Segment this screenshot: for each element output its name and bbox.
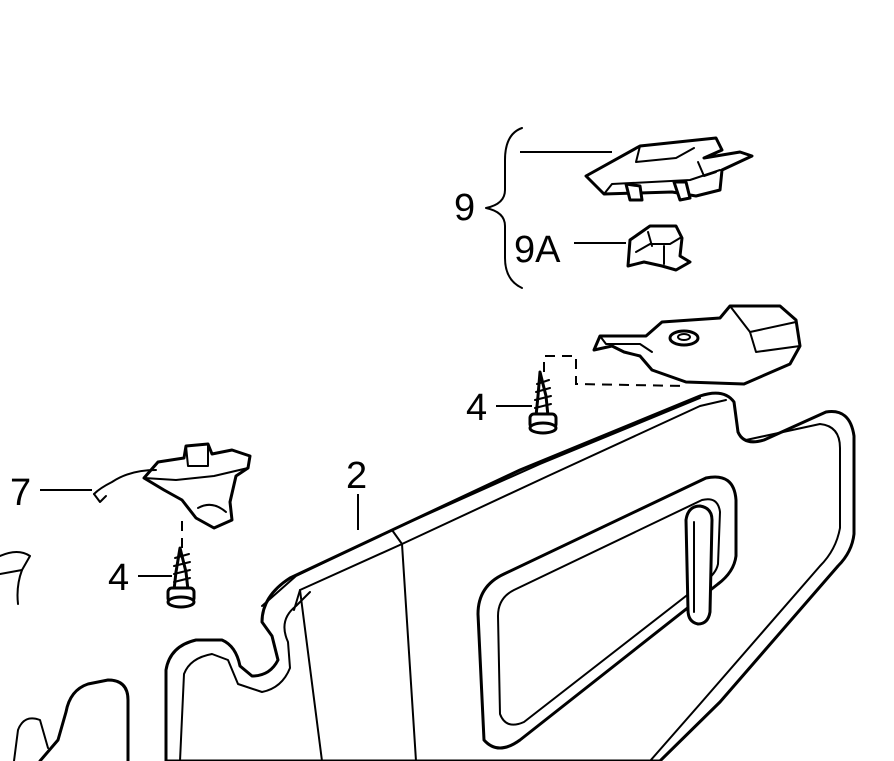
callout-7: 7 (10, 472, 31, 514)
callout-2: 2 (346, 455, 367, 497)
callout-9: 9 (454, 187, 475, 229)
assembly-lines (181, 355, 685, 548)
callout-labels: 2 4 4 7 9 9A (10, 187, 561, 599)
part-4-screw-left (166, 546, 196, 609)
callout-9a: 9A (514, 229, 561, 271)
part-7-visor-clip (93, 442, 252, 530)
part-4-screw-right (528, 370, 558, 435)
callout-4-right: 4 (466, 387, 487, 429)
part-9-visor-mount (592, 304, 802, 386)
part-2-sun-visor (13, 391, 856, 761)
callout-4-left: 4 (108, 557, 129, 599)
adjacent-part-fragment (0, 551, 31, 605)
leader-lines (40, 151, 626, 577)
group-9-bracket (485, 127, 523, 289)
part-9a-clip (626, 224, 692, 272)
part-9-mounting-bracket (584, 136, 754, 202)
